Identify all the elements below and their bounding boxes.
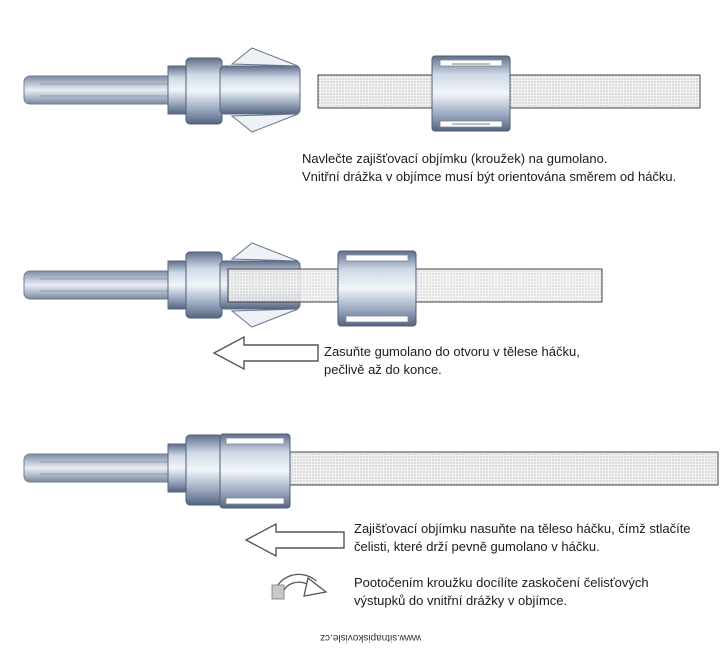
watermark: www.sitnapiskovisle.cz [320,632,422,643]
step4-caption: Pootočením kroužku docílíte zaskočení če… [354,574,649,610]
step2-caption: Zasuňte gumolano do otvoru v tělese háčk… [324,343,580,379]
step3-caption: Zajišťovací objímku nasuňte na těleso há… [354,520,691,556]
step4-line1: Pootočením kroužku docílíte zaskočení če… [354,575,649,590]
step1-line2: Vnitřní drážka v objímce musí být orient… [302,169,677,184]
arrow-left-icon [244,522,345,558]
hook-connector-icon [23,47,301,133]
step3-line2: čelisti, které drží pevně gumolano v háč… [354,539,600,554]
step2-illustration [23,242,603,371]
step1-illustration [23,47,701,133]
locking-ring-icon [431,55,511,132]
step1-line1: Navlečte zajišťovací objímku (kroužek) n… [302,151,608,166]
step3-line1: Zajišťovací objímku nasuňte na těleso há… [354,521,691,536]
step2-line1: Zasuňte gumolano do otvoru v tělese háčk… [324,344,580,359]
rubber-cord-icon [285,451,719,486]
step4-line2: výstupků do vnitřní drážky v objímce. [354,593,568,608]
rotate-arrow-icon [271,573,328,600]
arrow-left-icon [212,335,319,371]
hook-connector-icon [23,434,223,506]
locking-ring-icon [337,250,417,327]
step2-line2: pečlivě až do konce. [324,362,442,377]
step3-illustration [23,433,719,600]
step1-caption: Navlečte zajišťovací objímku (kroužek) n… [302,150,676,186]
locking-ring-icon [219,433,291,509]
